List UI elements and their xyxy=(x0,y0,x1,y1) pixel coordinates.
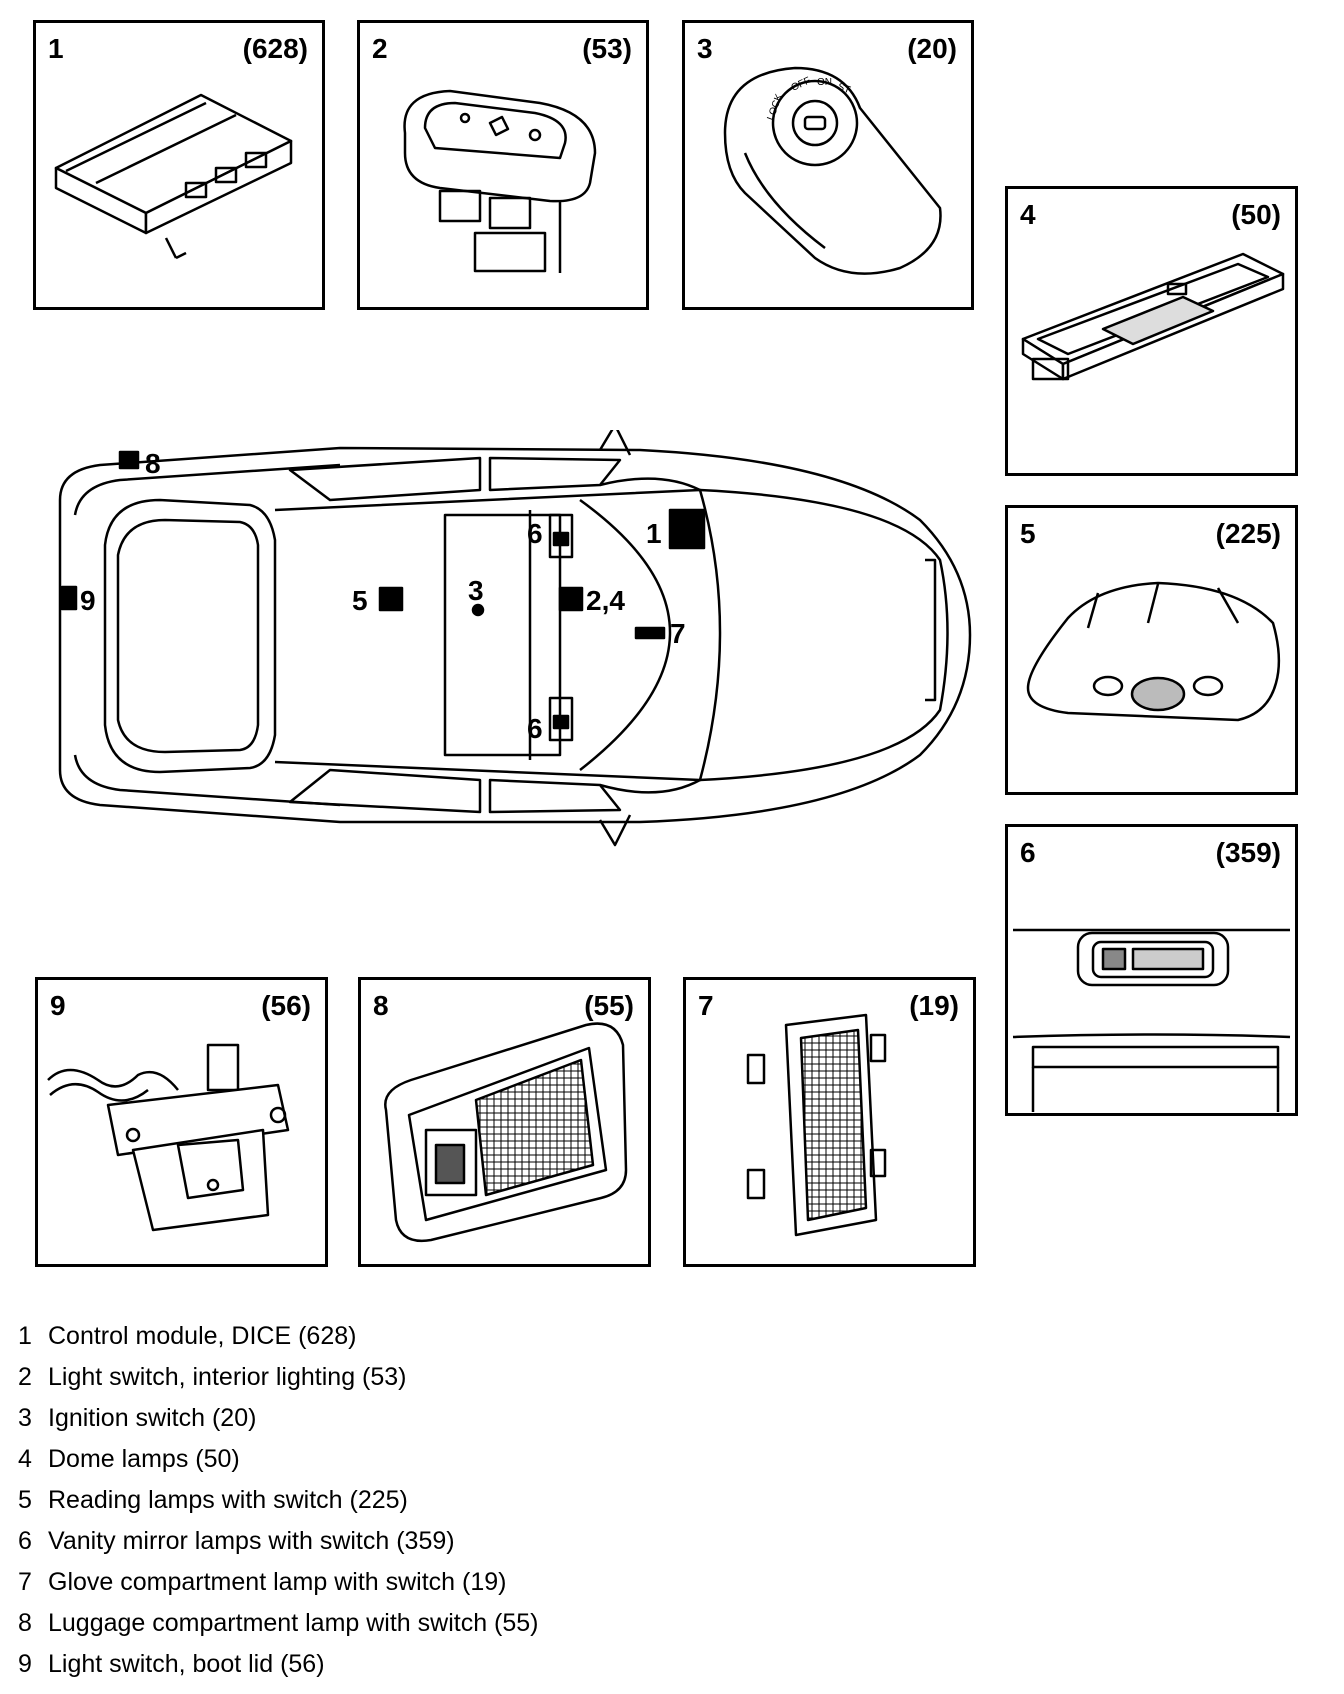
panel-number: 7 xyxy=(698,990,714,1021)
panel-count: (53) xyxy=(582,33,632,64)
marker-7-label: 7 xyxy=(670,618,686,649)
marker-3-label: 3 xyxy=(468,575,484,606)
legend-item: 2 Light switch, interior lighting (53) xyxy=(18,1357,539,1398)
panel-count: (19) xyxy=(909,990,959,1021)
panel-1: 1 (628) xyxy=(33,20,325,310)
marker-1-label: 1 xyxy=(646,518,662,549)
legend-number: 9 xyxy=(18,1650,32,1678)
panel-count: (55) xyxy=(584,990,634,1021)
legend-number: 5 xyxy=(18,1486,32,1514)
panel-7: 7 (19) xyxy=(683,977,976,1267)
legend-number: 1 xyxy=(18,1322,32,1350)
panel-3: 3 (20) LOCK OFF ON ST xyxy=(682,20,974,310)
legend-item: 5 Reading lamps with switch (225) xyxy=(18,1480,539,1521)
legend-item: 7 Glove compartment lamp with switch (19) xyxy=(18,1562,539,1603)
legend-text: Control module, DICE (628) xyxy=(48,1322,357,1350)
panel-5: 5 (225) xyxy=(1005,505,1298,795)
legend-item: 9 Light switch, boot lid (56) xyxy=(18,1644,539,1685)
dome-lamp-icon xyxy=(1021,252,1285,381)
marker-9-label: 9 xyxy=(80,585,96,616)
legend-text: Reading lamps with switch (225) xyxy=(48,1486,408,1514)
legend-item: 6 Vanity mirror lamps with switch (359) xyxy=(18,1521,539,1562)
marker-5-label: 5 xyxy=(352,585,368,616)
car-top-view-diagram: 8 9 5 3 6 6 2,4 7 1 xyxy=(58,430,972,847)
marker-8-label: 8 xyxy=(145,448,161,479)
start-position-label: ST xyxy=(836,81,852,96)
legend-item: 4 Dome lamps (50) xyxy=(18,1439,539,1480)
panel-count: (20) xyxy=(907,33,957,64)
panel-number: 2 xyxy=(372,33,388,64)
panel-count: (56) xyxy=(261,990,311,1021)
panel-8: 8 (55) xyxy=(358,977,651,1267)
panel-count: (359) xyxy=(1215,837,1281,868)
legend-number: 6 xyxy=(18,1527,32,1555)
panel-count: (50) xyxy=(1231,199,1281,230)
panel-count: (225) xyxy=(1215,518,1281,549)
boot-lid-switch-icon xyxy=(47,1043,290,1232)
legend-text: Vanity mirror lamps with switch (359) xyxy=(48,1527,455,1555)
luggage-compartment-lamp-icon xyxy=(384,1022,628,1243)
legend-text: Light switch, interior lighting (53) xyxy=(48,1363,407,1391)
legend-text: Luggage compartment lamp with switch (55… xyxy=(48,1609,539,1637)
legend-number: 3 xyxy=(18,1404,32,1432)
legend-item: 1 Control module, DICE (628) xyxy=(18,1316,539,1357)
ignition-switch-icon: LOCK OFF ON ST xyxy=(723,66,942,275)
panel-number: 4 xyxy=(1020,199,1036,230)
panel-number: 5 xyxy=(1020,518,1036,549)
panel-number: 1 xyxy=(48,33,64,64)
legend-number: 7 xyxy=(18,1568,32,1596)
light-switch-icon xyxy=(403,89,597,273)
legend-item: 3 Ignition switch (20) xyxy=(18,1398,539,1439)
glove-compartment-lamp-icon xyxy=(746,1013,887,1237)
panel-6: 6 (359) xyxy=(1005,824,1298,1116)
panel-number: 8 xyxy=(373,990,389,1021)
legend-number: 4 xyxy=(18,1445,32,1473)
panel-number: 6 xyxy=(1020,837,1036,868)
legend-text: Light switch, boot lid (56) xyxy=(48,1650,325,1678)
marker-2-4-label: 2,4 xyxy=(586,585,625,616)
legend-text: Dome lamps (50) xyxy=(48,1445,240,1473)
on-position-label: ON xyxy=(817,77,832,88)
panel-4: 4 (50) xyxy=(1005,186,1298,476)
panel-count: (628) xyxy=(242,33,308,64)
panel-9: 9 (56) xyxy=(35,977,328,1267)
legend-text: Glove compartment lamp with switch (19) xyxy=(48,1568,507,1596)
panel-number: 3 xyxy=(697,33,713,64)
panel-2: 2 (53) xyxy=(357,20,649,310)
legend-number: 8 xyxy=(18,1609,32,1637)
legend-text: Ignition switch (20) xyxy=(48,1404,257,1432)
marker-6b-label: 6 xyxy=(527,713,543,744)
vanity-mirror-lamp-icon xyxy=(1012,928,1291,1112)
marker-6a-label: 6 xyxy=(527,518,543,549)
legend-number: 2 xyxy=(18,1363,32,1391)
control-module-icon xyxy=(54,93,293,260)
panel-number: 9 xyxy=(50,990,66,1021)
reading-lamps-icon xyxy=(1026,581,1281,722)
legend-item: 8 Luggage compartment lamp with switch (5… xyxy=(18,1603,539,1644)
